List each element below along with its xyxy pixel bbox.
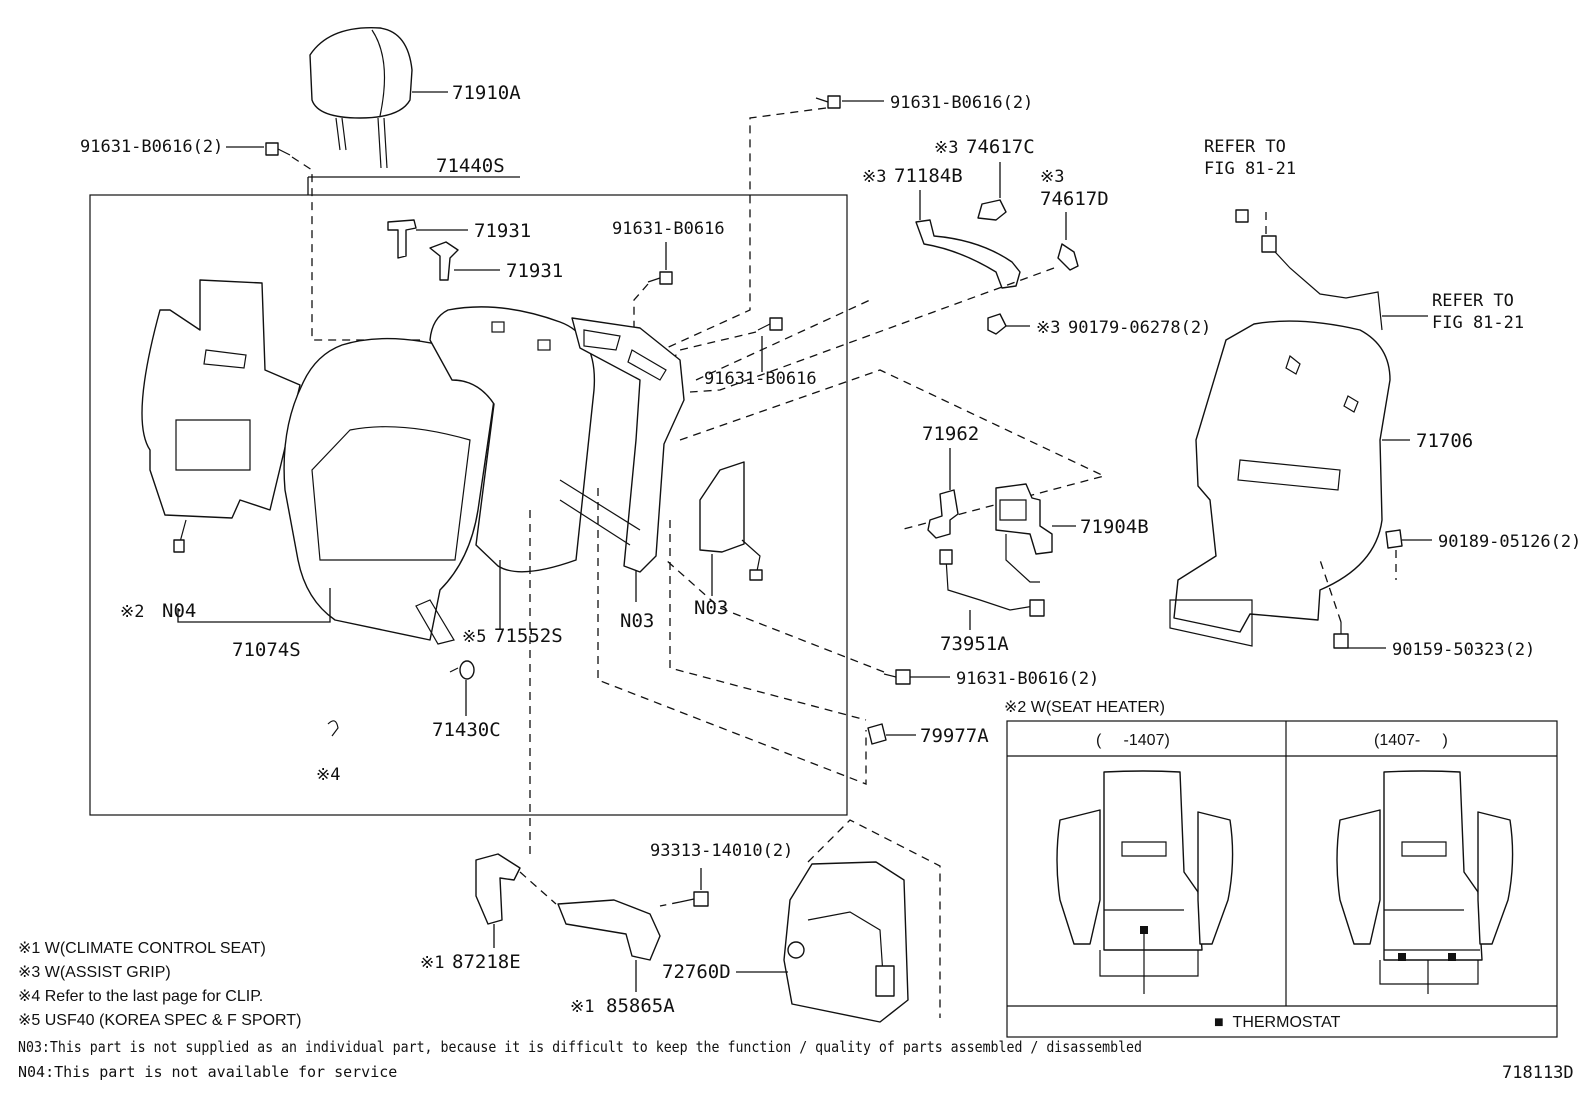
label-71706: 71706 — [1416, 430, 1473, 452]
label-71552S: 71552S — [494, 625, 563, 647]
seat-heater-col-left: ( -1407) — [1096, 732, 1170, 749]
label-71074S: 71074S — [232, 639, 301, 661]
diagram-id: 718113D — [1502, 1063, 1574, 1083]
back-pad-part[interactable] — [429, 306, 596, 573]
mark-1-duct2: ※1 — [570, 997, 594, 1017]
bolt-icon[interactable] — [757, 317, 783, 331]
label-71962: 71962 — [922, 423, 979, 445]
airbag-module-part[interactable] — [699, 461, 763, 581]
mark-5: ※5 — [462, 627, 486, 647]
label-71904B: 71904B — [1080, 516, 1149, 538]
label-71931-2: 71931 — [506, 260, 563, 282]
label-74617D: 74617D — [1040, 188, 1109, 210]
bolt-icon[interactable] — [815, 95, 841, 109]
refer-fig-2-line2: FIG 81-21 — [1432, 313, 1524, 333]
seat-heater-title: ※2 W(SEAT HEATER) — [1004, 699, 1165, 716]
label-85865A: 85865A — [606, 995, 675, 1017]
footnote-3: ※3 W(ASSIST GRIP) — [18, 964, 171, 981]
mark-2: ※2 — [120, 602, 144, 622]
screw-icon[interactable] — [1333, 622, 1349, 649]
clip-icon — [327, 720, 339, 737]
seat-heater-legend: ■ THERMOSTAT — [1214, 1014, 1341, 1031]
seat-heater-col-right: (1407- ) — [1374, 732, 1448, 749]
label-N04: N04 — [162, 600, 196, 622]
back-board-part[interactable] — [1169, 320, 1391, 647]
seat-heater-variant-late — [1336, 770, 1514, 994]
screw-icon[interactable] — [1235, 209, 1249, 223]
mark-3-capc: ※3 — [934, 138, 958, 158]
label-74617C: 74617C — [966, 136, 1035, 158]
harness-cable-part[interactable] — [1261, 235, 1383, 331]
label-71184B: 71184B — [894, 165, 963, 187]
refer-fig-1-line1: REFER TO — [1204, 137, 1286, 157]
label-clip-note: ※4 — [316, 765, 340, 785]
label-71430C: 71430C — [432, 719, 501, 741]
label-93313: 93313-14010(2) — [650, 841, 793, 861]
label-71931-1: 71931 — [474, 220, 531, 242]
label-N03-frame: N03 — [620, 610, 654, 632]
headrest-support-part[interactable] — [429, 241, 459, 281]
nut-icon[interactable] — [679, 891, 709, 907]
recliner-part[interactable] — [995, 483, 1053, 583]
refer-fig-2-line1: REFER TO — [1432, 291, 1514, 311]
mark-3-grip: ※3 — [862, 167, 886, 187]
label-72760D: 72760D — [662, 961, 731, 983]
grip-cap-part[interactable] — [977, 199, 1007, 221]
air-duct-part[interactable] — [475, 853, 521, 925]
label-90159: 90159-50323(2) — [1392, 640, 1535, 660]
clip-icon[interactable] — [987, 313, 1007, 335]
group-box-label: 71440S — [436, 155, 505, 177]
seat-cover-part[interactable] — [283, 337, 496, 645]
footnote-4: ※4 Refer to the last page for CLIP. — [18, 988, 263, 1005]
mark-3-clip: ※3 — [1036, 318, 1060, 338]
seat-frame-part[interactable] — [559, 317, 685, 573]
seat-heater-variant-early — [1056, 770, 1234, 994]
headrest-part[interactable] — [309, 27, 413, 169]
label-bolt-top-right: 91631-B0616(2) — [890, 93, 1033, 113]
seat-heater-box — [1006, 720, 1558, 1038]
label-bolt-top-left: 91631-B0616(2) — [80, 137, 223, 157]
lock-bracket-part[interactable] — [927, 489, 959, 539]
clip-icon[interactable] — [867, 723, 887, 745]
wire-harness-part[interactable] — [939, 549, 1045, 617]
label-79977A: 79977A — [920, 725, 989, 747]
label-N03-airbag: N03 — [694, 597, 728, 619]
headrest-support-part[interactable] — [387, 219, 417, 259]
note-N03: N03:This part is not supplied as an indi… — [18, 1038, 1142, 1056]
bolt-icon[interactable] — [883, 669, 911, 685]
label-73951A: 73951A — [940, 633, 1009, 655]
label-90179: 90179-06278(2) — [1068, 318, 1211, 338]
bolt-icon[interactable] — [647, 271, 673, 285]
climate-blower-part[interactable] — [783, 861, 909, 1023]
seat-heater-pad-part[interactable] — [141, 279, 301, 553]
hog-ring-icon[interactable] — [449, 660, 475, 680]
air-duct-part[interactable] — [557, 899, 661, 961]
mark-3-capd: ※3 — [1040, 167, 1064, 187]
assist-grip-part[interactable] — [915, 219, 1021, 289]
label-87218E: 87218E — [452, 951, 521, 973]
clip-icon[interactable] — [1385, 529, 1403, 549]
footnote-5: ※5 USF40 (KOREA SPEC & F SPORT) — [18, 1012, 301, 1029]
label-71910A: 71910A — [452, 82, 521, 104]
footnote-1: ※1 W(CLIMATE CONTROL SEAT) — [18, 940, 266, 957]
mark-1-duct1: ※1 — [420, 953, 444, 973]
refer-fig-1-line2: FIG 81-21 — [1204, 159, 1296, 179]
label-bolt-lower: 91631-B0616(2) — [956, 669, 1099, 689]
note-N04: N04:This part is not available for servi… — [18, 1063, 397, 1081]
group-box — [89, 194, 848, 816]
grip-cap-part[interactable] — [1057, 243, 1079, 271]
bolt-icon[interactable] — [265, 142, 291, 156]
label-bolt-center: 91631-B0616 — [612, 219, 725, 239]
label-90189: 90189-05126(2) — [1438, 532, 1581, 552]
label-bolt-frame: 91631-B0616 — [704, 369, 817, 389]
